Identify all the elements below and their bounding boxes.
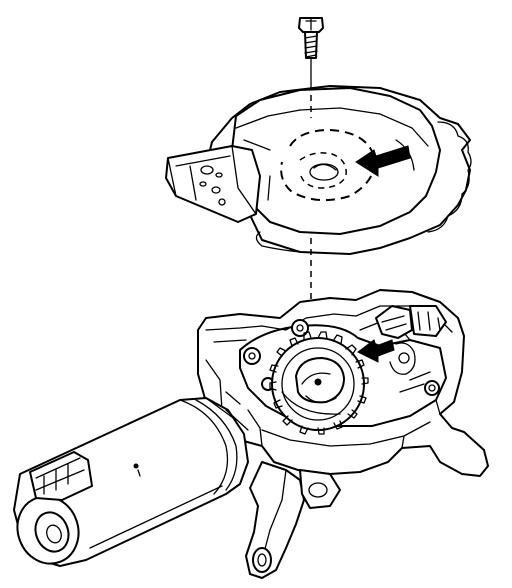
screw-icon bbox=[298, 17, 324, 96]
motor-icon bbox=[13, 397, 249, 567]
housing-arrow bbox=[357, 339, 395, 363]
cover-icon bbox=[165, 85, 472, 255]
connector-pins-icon bbox=[199, 165, 226, 206]
cover-arrow bbox=[355, 145, 411, 177]
gear-icon bbox=[269, 331, 369, 435]
mounting-arm-icon bbox=[245, 461, 341, 579]
